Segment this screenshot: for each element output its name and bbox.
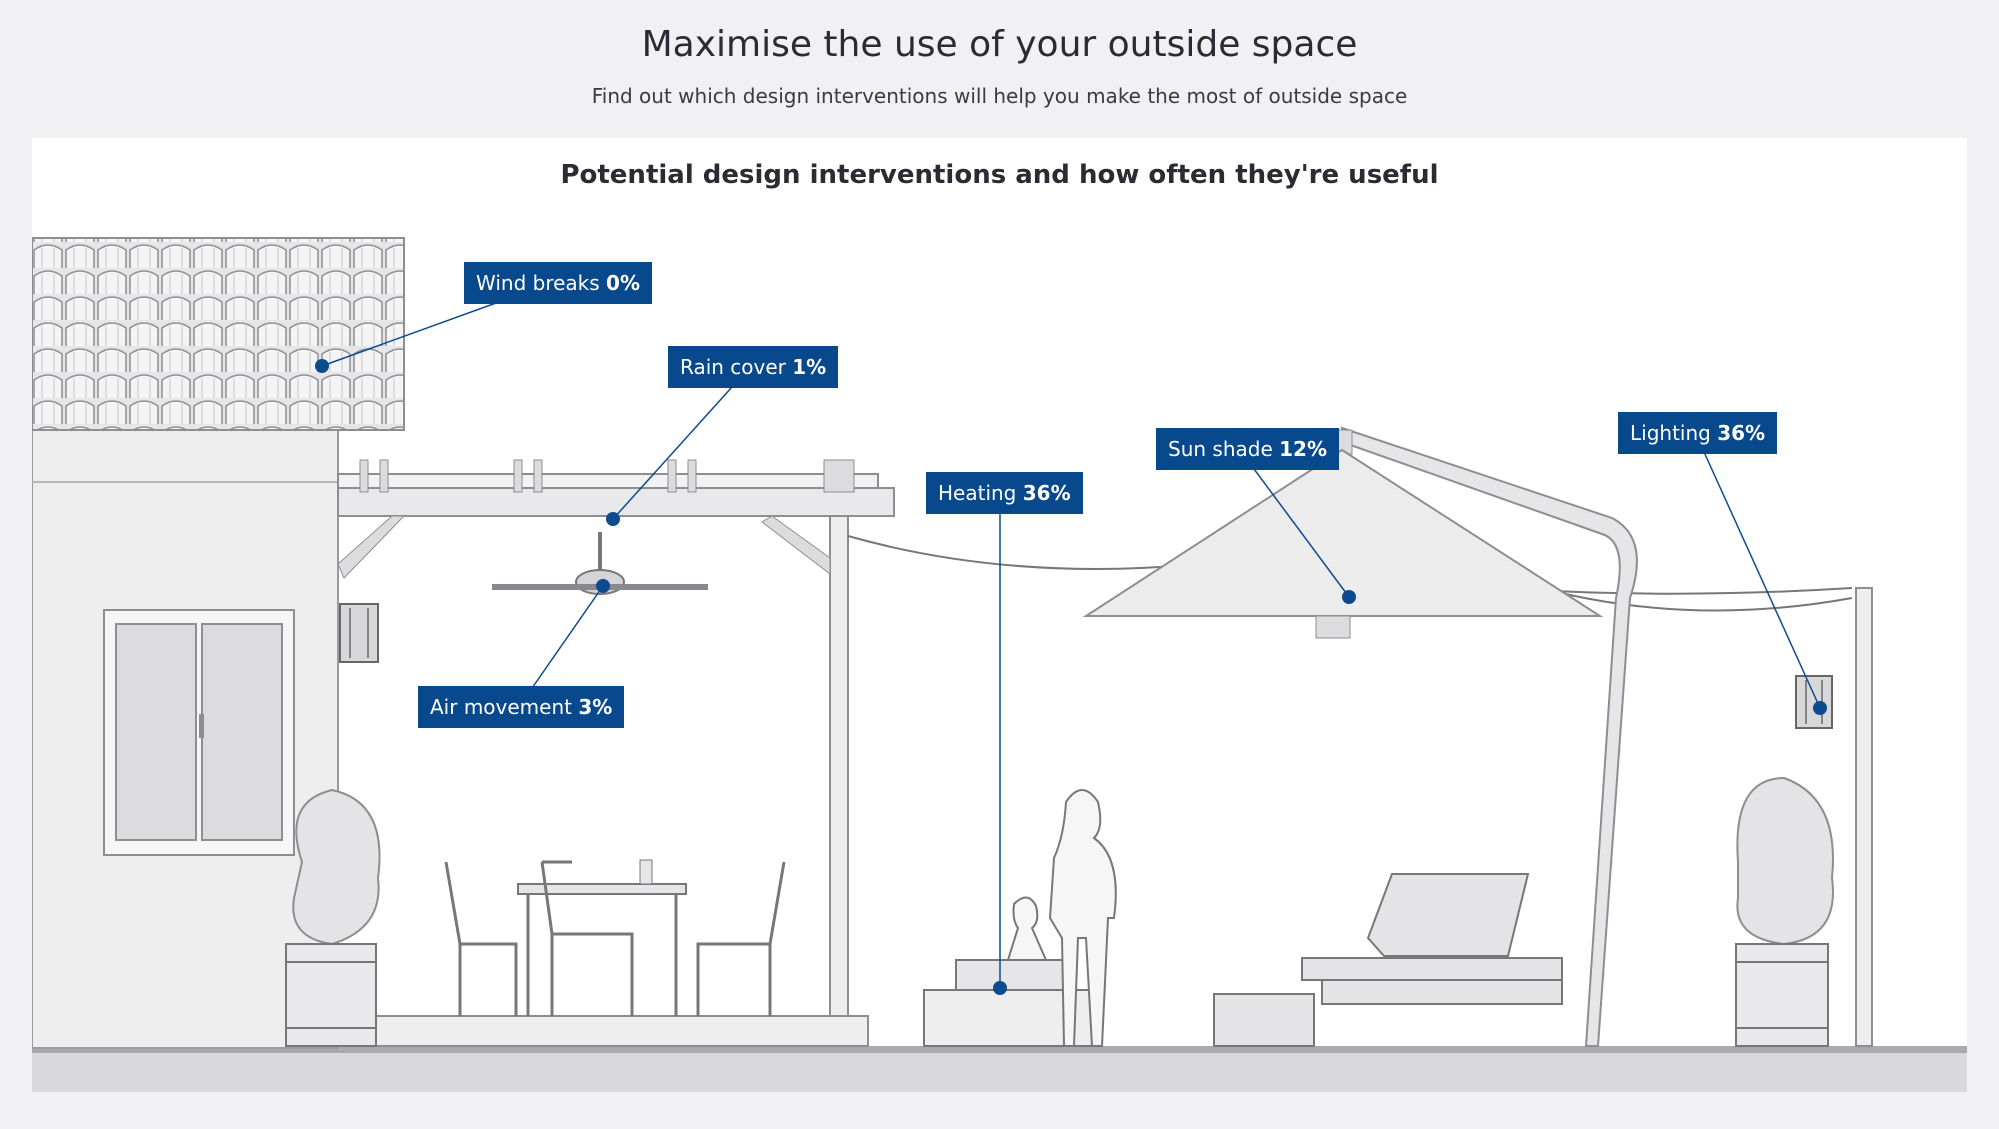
planter-left bbox=[285, 788, 381, 1047]
label-heating[interactable]: Heating 36% bbox=[926, 472, 1083, 514]
label-value: 3% bbox=[578, 695, 613, 719]
label-value: 0% bbox=[606, 271, 640, 295]
leader-rain-cover bbox=[612, 386, 733, 520]
label-text: Lighting bbox=[1630, 421, 1711, 445]
house bbox=[32, 237, 405, 1049]
marker-wind-breaks[interactable] bbox=[315, 359, 329, 373]
leader-lines bbox=[321, 302, 1821, 988]
label-text: Sun shade bbox=[1168, 437, 1273, 461]
people-silhouettes bbox=[1006, 789, 1117, 1047]
pergola bbox=[337, 459, 895, 1047]
dining-area bbox=[337, 859, 869, 1047]
label-value: 36% bbox=[1022, 481, 1071, 505]
page-subtitle: Find out which design interventions will… bbox=[591, 84, 1408, 108]
patio-illustration bbox=[32, 237, 1967, 1092]
marker-rain-cover[interactable] bbox=[606, 512, 620, 526]
leader-lighting bbox=[1703, 451, 1821, 709]
planter-right bbox=[1735, 776, 1834, 1047]
marker-air-movement[interactable] bbox=[596, 579, 610, 593]
leader-sun-shade bbox=[1253, 468, 1350, 598]
label-value: 1% bbox=[792, 355, 827, 379]
label-text: Wind breaks bbox=[476, 271, 600, 295]
page-title: Maximise the use of your outside space bbox=[641, 24, 1358, 65]
label-wind-breaks[interactable]: Wind breaks 0% bbox=[464, 262, 652, 304]
diagram-title: Potential design interventions and how o… bbox=[560, 160, 1439, 190]
label-air-movement[interactable]: Air movement 3% bbox=[418, 686, 625, 728]
ground bbox=[32, 1046, 1967, 1092]
umbrella bbox=[1082, 426, 1638, 1047]
label-sun-shade[interactable]: Sun shade 12% bbox=[1156, 428, 1339, 470]
label-lighting[interactable]: Lighting 36% bbox=[1618, 412, 1778, 454]
sun-lounger bbox=[1213, 873, 1563, 1047]
label-value: 12% bbox=[1279, 437, 1327, 461]
label-rain-cover[interactable]: Rain cover 1% bbox=[668, 346, 839, 388]
leader-wind-breaks bbox=[321, 302, 497, 367]
marker-dots bbox=[315, 359, 1827, 995]
label-text: Heating bbox=[938, 481, 1017, 505]
label-text: Rain cover bbox=[680, 355, 786, 379]
label-value: 36% bbox=[1717, 421, 1766, 445]
post-lantern bbox=[1795, 587, 1873, 1047]
marker-sun-shade[interactable] bbox=[1342, 590, 1356, 604]
marker-lighting[interactable] bbox=[1813, 701, 1827, 715]
diagram-panel: Potential design interventions and how o… bbox=[32, 138, 1967, 1092]
leader-air-movement bbox=[529, 585, 604, 692]
label-text: Air movement bbox=[430, 695, 572, 719]
marker-heating[interactable] bbox=[993, 981, 1007, 995]
